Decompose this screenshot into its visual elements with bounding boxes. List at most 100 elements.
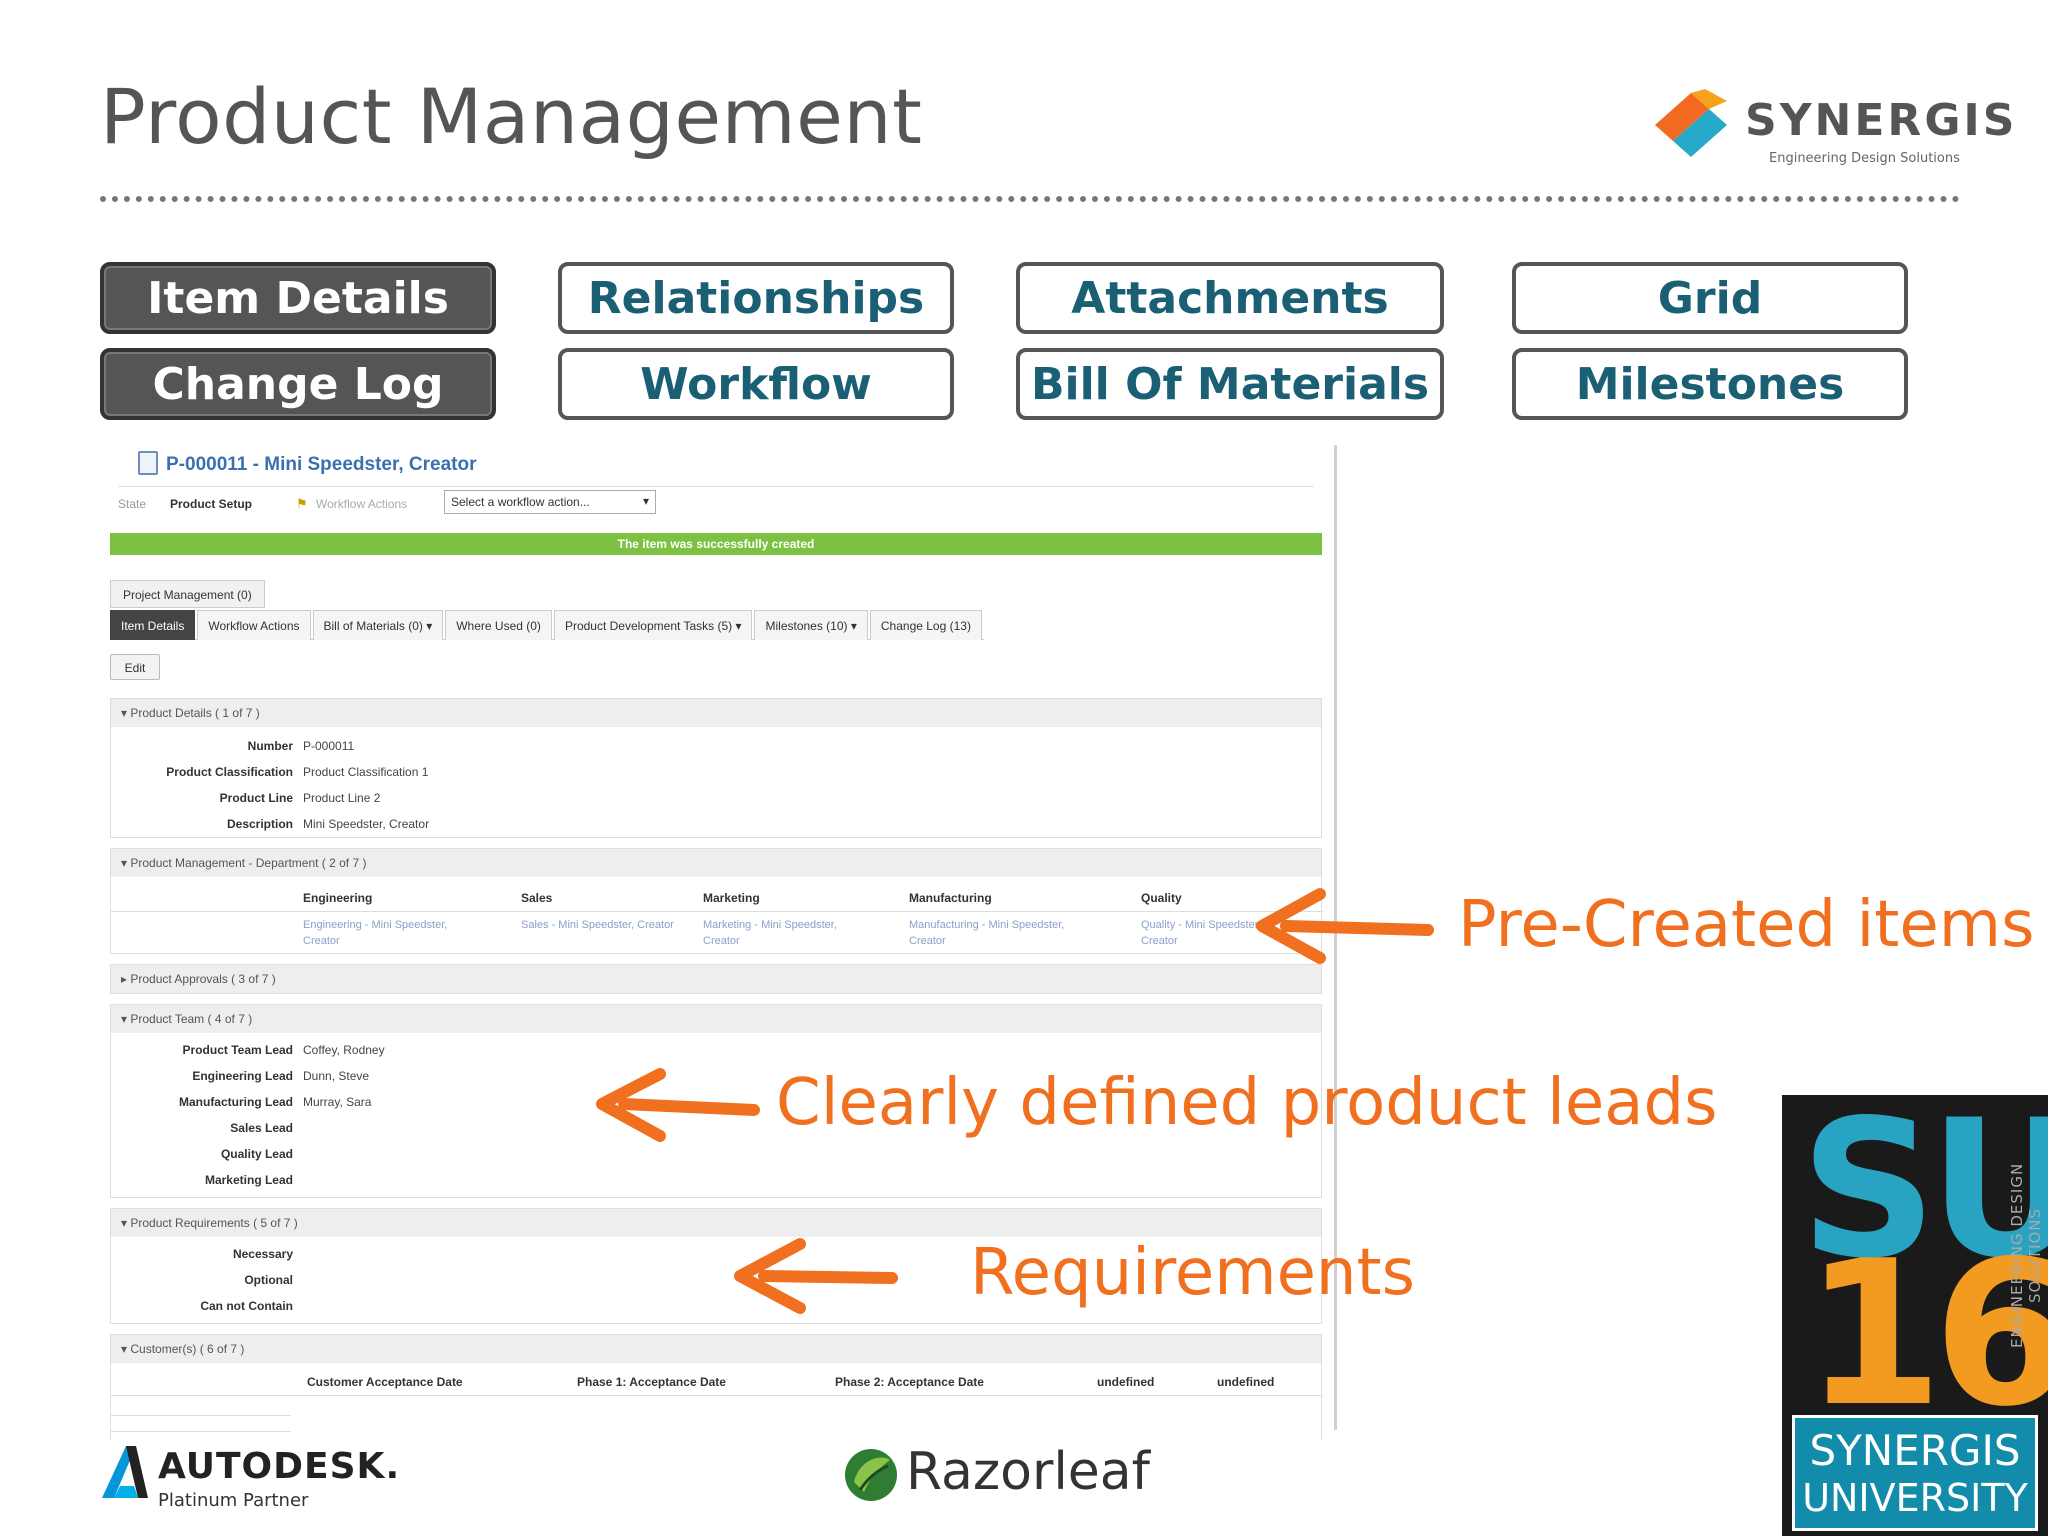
- tab-project-management[interactable]: Project Management (0): [110, 580, 265, 608]
- field-row: Optional: [111, 1273, 1323, 1293]
- su-line-2: UNIVERSITY: [1802, 1476, 2028, 1520]
- field-row: Marketing Lead: [111, 1173, 1323, 1193]
- su-name-box: SYNERGIS UNIVERSITY: [1792, 1415, 2038, 1531]
- field-label: Necessary: [232, 1247, 293, 1261]
- nav-relationships[interactable]: Relationships: [558, 262, 954, 334]
- field-row: Sales Lead: [111, 1121, 1323, 1141]
- item-link[interactable]: Marketing - Mini Speedster, Creator: [703, 919, 837, 947]
- field-label: Manufacturing Lead: [178, 1095, 293, 1109]
- tab-change-log[interactable]: Change Log (13): [869, 610, 982, 640]
- field-label: Number: [247, 739, 293, 753]
- section-department: ▾ Product Management - Department ( 2 of…: [110, 848, 1323, 954]
- slide-title: Product Management: [100, 72, 923, 161]
- synergis-logo: SYNERGIS Engineering Design Solutions: [1645, 85, 2015, 175]
- field-value: P-000011: [303, 739, 355, 753]
- item-link[interactable]: Manufacturing - Mini Speedster, Creator: [909, 919, 1065, 947]
- state-label: State: [118, 497, 147, 511]
- section-header[interactable]: ▸ Product Approvals ( 3 of 7 ): [111, 965, 1321, 993]
- tab-workflow-actions[interactable]: Workflow Actions: [197, 610, 311, 640]
- su-year: 16: [1804, 1218, 2048, 1451]
- field-row: Engineering Lead Dunn, Steve: [111, 1069, 1323, 1089]
- autodesk-logo: AUTODESK. Platinum Partner: [100, 1440, 400, 1520]
- column-header: Quality: [1141, 891, 1182, 905]
- arrow-left-icon: [1256, 888, 1434, 964]
- section-header[interactable]: ▾ Customer(s) ( 6 of 7 ): [111, 1335, 1321, 1363]
- record-toolbar: State Product Setup ⚑ Workflow Actions S…: [118, 486, 1314, 516]
- section-requirements: ▾ Product Requirements ( 5 of 7 ) Necess…: [110, 1208, 1322, 1324]
- field-value: Coffey, Rodney: [303, 1043, 385, 1057]
- field-value: Product Classification 1: [303, 765, 429, 779]
- field-value: Dunn, Steve: [303, 1069, 370, 1083]
- synergis-mark-icon: [1655, 89, 1727, 157]
- su-line-1: SYNERGIS: [1809, 1426, 2021, 1475]
- field-row: Necessary: [111, 1247, 1323, 1267]
- nav-item-details[interactable]: Item Details: [100, 262, 496, 334]
- section-customers: ▾ Customer(s) ( 6 of 7 ) Customer Accept…: [110, 1334, 1323, 1440]
- razorleaf-logo: Razorleaf: [842, 1442, 1162, 1512]
- tab-item-details[interactable]: Item Details: [110, 610, 196, 640]
- field-label: Can not Contain: [200, 1299, 293, 1313]
- field-label: Description: [226, 817, 293, 831]
- record-tabs: Item Details Workflow Actions Bill of Ma…: [110, 610, 984, 640]
- section-header[interactable]: ▾ Product Requirements ( 5 of 7 ): [111, 1209, 1321, 1237]
- synergis-tagline: Engineering Design Solutions: [1769, 151, 1960, 166]
- field-row: Quality Lead: [111, 1147, 1323, 1167]
- callout-product-leads: Clearly defined product leads: [776, 1066, 1718, 1140]
- field-row: Product Line Product Line 2: [111, 791, 1323, 811]
- item-link[interactable]: Engineering - Mini Speedster, Creator: [303, 919, 448, 947]
- section-header[interactable]: ▾ Product Team ( 4 of 7 ): [111, 1005, 1321, 1033]
- record-screenshot: P-000011 - Mini Speedster, Creator State…: [104, 440, 1340, 1440]
- column-header: undefined: [1217, 1375, 1275, 1389]
- section-header[interactable]: ▾ Product Management - Department ( 2 of…: [111, 849, 1321, 877]
- leaf-icon: [845, 1449, 897, 1501]
- section-product-details: ▾ Product Details ( 1 of 7 ) Number P-000…: [110, 698, 1322, 838]
- workflow-actions-label: Workflow Actions: [316, 497, 408, 511]
- record-title[interactable]: P-000011 - Mini Speedster, Creator: [166, 454, 477, 475]
- success-banner: The item was successfully created: [110, 533, 1322, 555]
- tab-milestones[interactable]: Milestones (10) ▾: [754, 610, 868, 640]
- nav-grid[interactable]: Grid: [1512, 262, 1908, 334]
- document-icon: [138, 451, 158, 475]
- grid-divider: [111, 1395, 1323, 1396]
- tab-bill-of-materials[interactable]: Bill of Materials (0) ▾: [312, 610, 444, 640]
- nav-attachments[interactable]: Attachments: [1016, 262, 1444, 334]
- nav-change-log[interactable]: Change Log: [100, 348, 496, 420]
- tab-where-used[interactable]: Where Used (0): [445, 610, 552, 640]
- autodesk-mark-icon: [102, 1446, 148, 1498]
- nav-bill-of-materials[interactable]: Bill Of Materials: [1016, 348, 1444, 420]
- tab-product-development-tasks[interactable]: Product Development Tasks (5) ▾: [553, 610, 753, 640]
- synergis-wordmark: SYNERGIS: [1745, 95, 2018, 146]
- column-header: undefined: [1097, 1375, 1155, 1389]
- column-header: Customer Acceptance Date: [307, 1375, 463, 1389]
- section-header[interactable]: ▾ Product Details ( 1 of 7 ): [111, 699, 1321, 727]
- field-row: Description Mini Speedster, Creator: [111, 817, 1323, 837]
- nav-workflow[interactable]: Workflow: [558, 348, 954, 420]
- field-value: Mini Speedster, Creator: [303, 817, 430, 831]
- nav-milestones[interactable]: Milestones: [1512, 348, 1908, 420]
- field-label: Quality Lead: [220, 1147, 293, 1161]
- field-label: Product Line: [219, 791, 293, 805]
- section-approvals: ▸ Product Approvals ( 3 of 7 ): [110, 964, 1322, 994]
- field-row: Number P-000011: [111, 739, 1323, 759]
- edit-button[interactable]: Edit: [110, 654, 160, 680]
- arrow-left-icon: [734, 1238, 898, 1314]
- grid-divider: [111, 1415, 291, 1416]
- column-header: Phase 1: Acceptance Date: [577, 1375, 726, 1389]
- item-link[interactable]: Sales - Mini Speedster, Creator: [521, 919, 674, 931]
- field-row: Can not Contain: [111, 1299, 1323, 1319]
- field-label: Engineering Lead: [192, 1069, 293, 1083]
- synergis-university-badge: SU 16 ENGINEERING DESIGN SOLUTIONS SYNER…: [1782, 1095, 2048, 1536]
- item-link[interactable]: Quality - Mini Speedster, Creator: [1141, 919, 1261, 947]
- section-product-team: ▾ Product Team ( 4 of 7 ) Product Team L…: [110, 1004, 1322, 1198]
- su-letters: SU: [1800, 1095, 2048, 1300]
- autodesk-wordmark: AUTODESK.: [158, 1446, 401, 1487]
- column-header: Engineering: [303, 891, 373, 905]
- field-value: Product Line 2: [303, 791, 381, 805]
- callout-pre-created-items: Pre-Created items: [1458, 888, 2035, 962]
- workflow-action-select[interactable]: Select a workflow action...: [444, 490, 656, 514]
- grid-divider: [111, 911, 1323, 912]
- autodesk-partner-label: Platinum Partner: [158, 1490, 309, 1511]
- field-label: Sales Lead: [230, 1121, 293, 1135]
